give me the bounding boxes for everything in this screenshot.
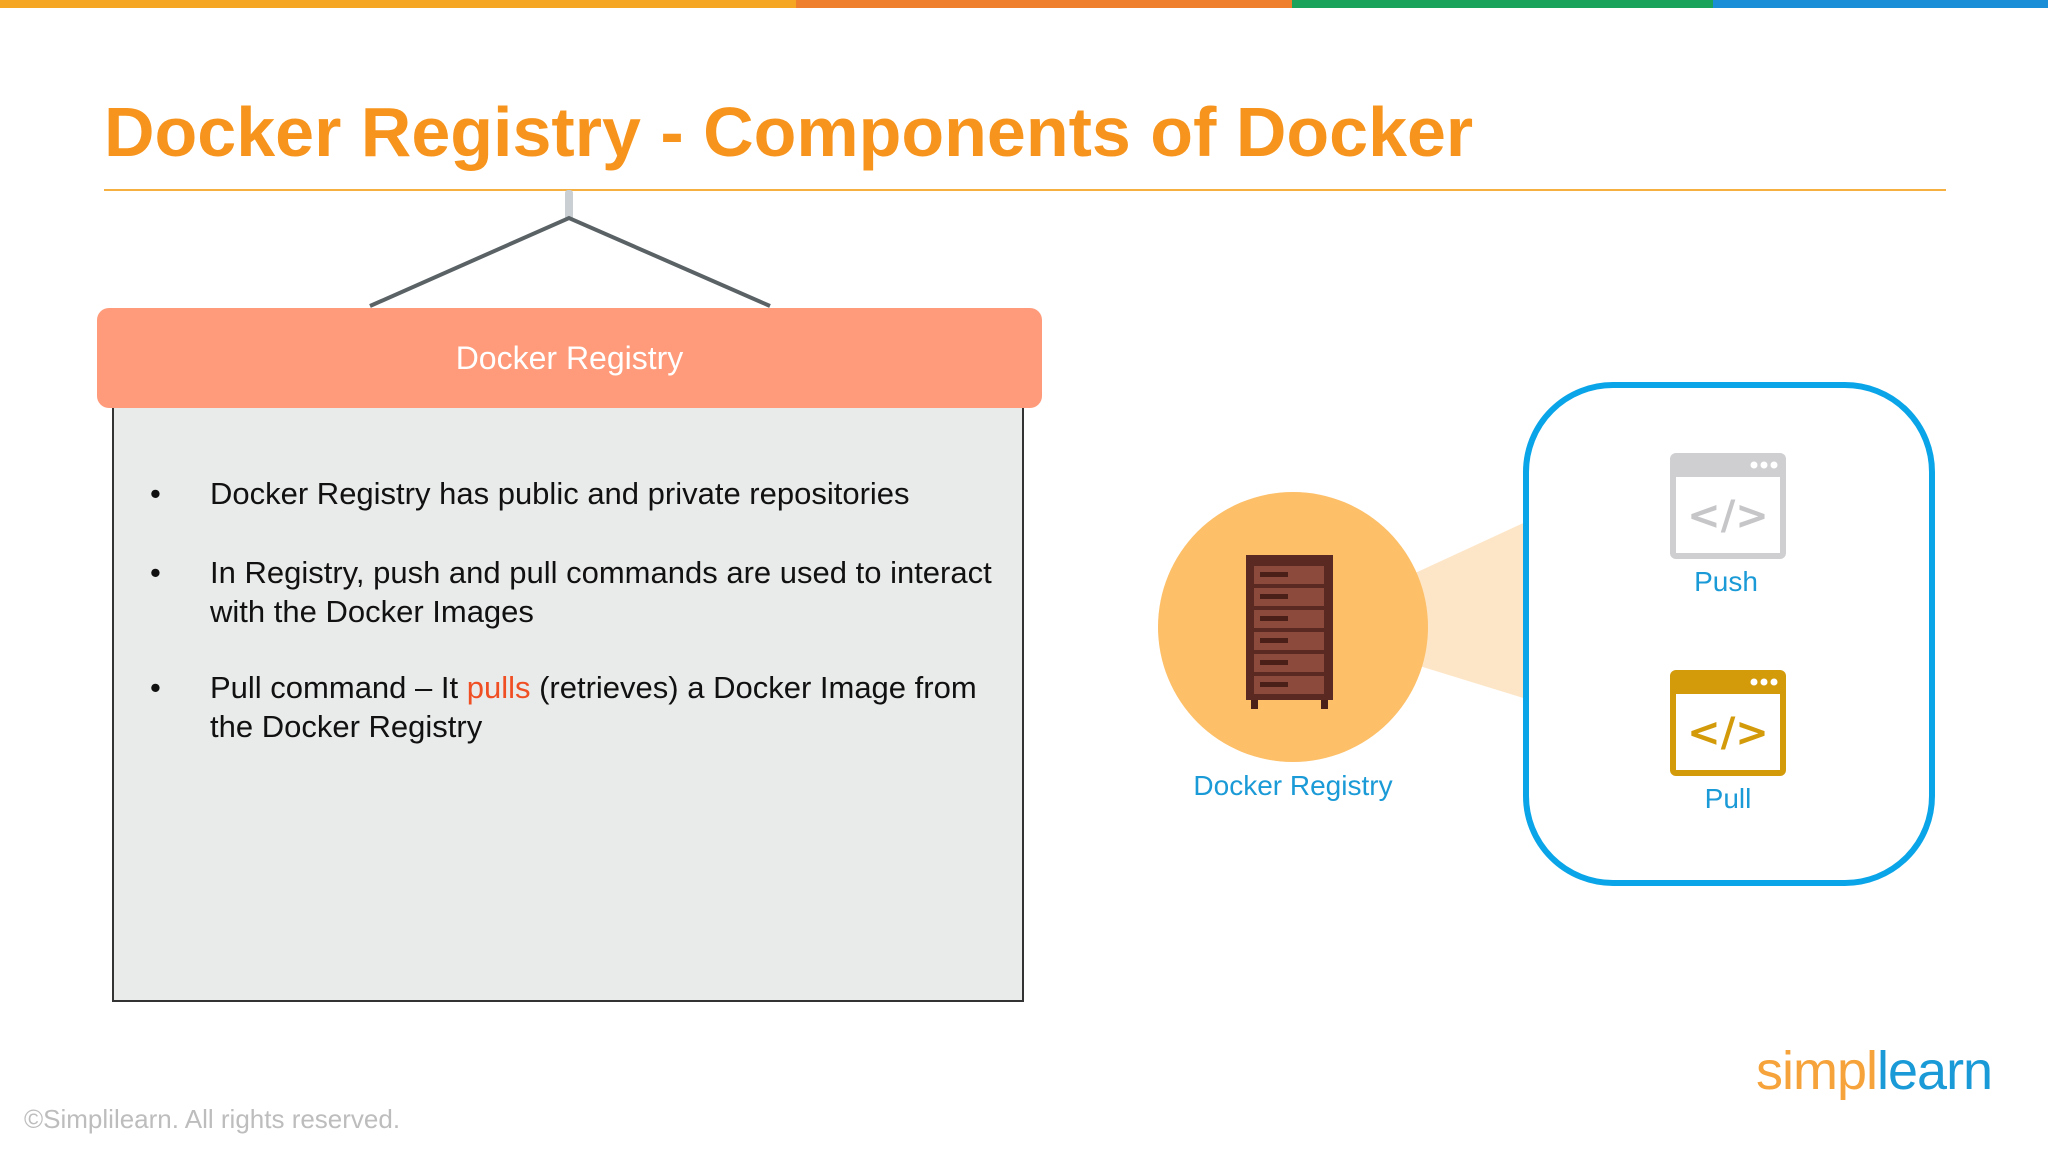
commands-box — [1523, 382, 1935, 886]
top-bar-green — [1292, 0, 1713, 8]
svg-text:</>: </> — [1687, 493, 1769, 539]
server-rack-icon — [1246, 555, 1333, 709]
bullet-item: Docker Registry has public and private r… — [150, 474, 1010, 513]
bullet-item: In Registry, push and pull commands are … — [150, 553, 1010, 631]
logo-part1: simpl — [1756, 1041, 1878, 1101]
pull-code-icon: </> — [1670, 670, 1786, 776]
push-label: Push — [1694, 566, 1758, 597]
copyright: ©Simplilearn. All rights reserved. — [24, 1104, 401, 1134]
top-bar-dark-orange — [796, 0, 1292, 8]
bullet-item: Pull command – It pulls (retrieves) a Do… — [150, 668, 1010, 746]
panel-header: Docker Registry — [97, 308, 1042, 408]
push-code-icon: </> — [1670, 453, 1786, 559]
slide-title: Docker Registry - Components of Docker — [104, 93, 1474, 171]
simplilearn-logo: simpllearn — [1756, 1040, 1993, 1102]
registry-circle — [1158, 492, 1428, 762]
top-bar-orange — [0, 0, 796, 8]
bullet-text: Pull command – It — [210, 670, 467, 705]
hanger-icon — [369, 190, 771, 308]
top-bar-blue — [1713, 0, 2048, 8]
logo-part2: learn — [1877, 1041, 1993, 1101]
bullet-text: (retrieves) a Docker Image from the Dock… — [210, 670, 977, 744]
registry-label: Docker Registry — [1193, 770, 1393, 801]
panel-content: Docker Registry has public and private r… — [112, 408, 1024, 1002]
title-divider — [104, 189, 1946, 191]
svg-text:</>: </> — [1687, 710, 1769, 756]
pull-label: Pull — [1704, 783, 1752, 814]
highlight-text: pulls — [466, 670, 531, 705]
